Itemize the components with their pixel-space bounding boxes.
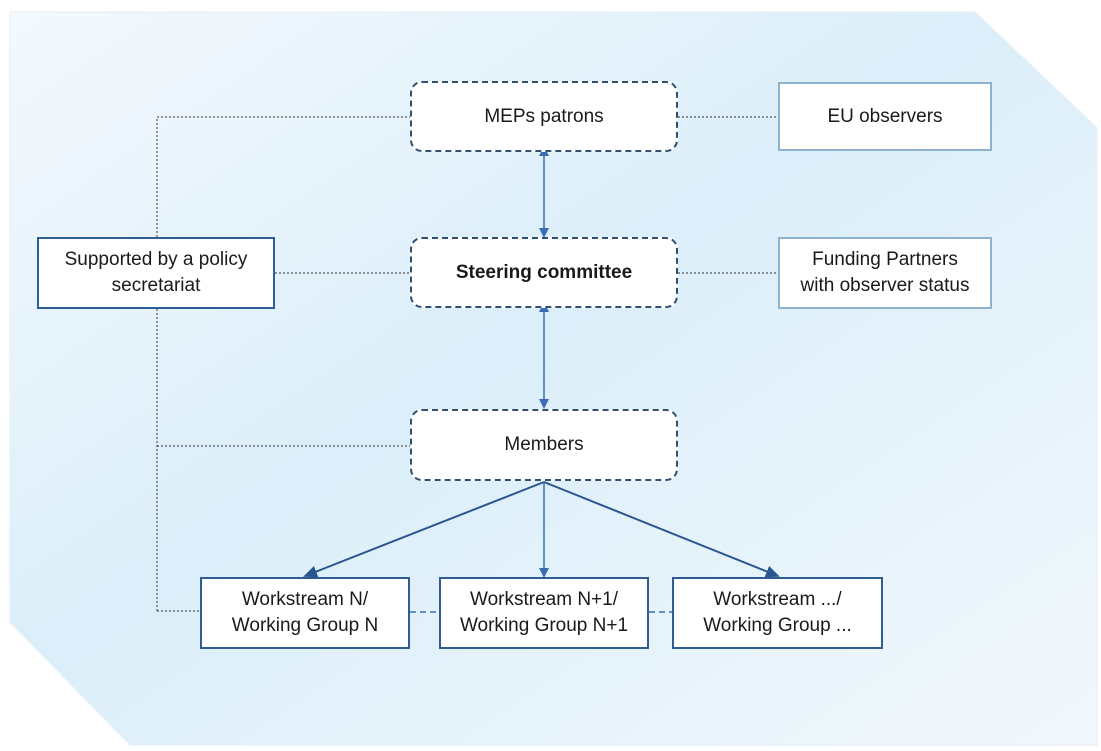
node-workstream-n1: Workstream N+1/ Working Group N+1: [439, 577, 649, 649]
node-funding-partners-label: Funding Partners with observer status: [800, 249, 970, 296]
arrow-members-to-workstream-n: [303, 481, 545, 578]
node-workstream-n: Workstream N/ Working Group N: [200, 577, 410, 649]
node-meps-patrons: MEPs patrons: [410, 81, 678, 152]
node-steering-committee: Steering committee: [410, 237, 678, 308]
node-policy-secretariat: Supported by a policy secretariat: [37, 237, 275, 309]
background-panel: [9, 11, 1098, 746]
node-workstream-more-label: Workstream .../ Working Group ...: [703, 589, 852, 636]
dotted-connectors: [156, 116, 778, 612]
node-workstream-n-label: Workstream N/ Working Group N: [231, 589, 379, 636]
node-eu-observers: EU observers: [778, 82, 992, 151]
arrow-members-to-workstream-more: [543, 481, 780, 578]
node-policy-secretariat-label: Supported by a policy secretariat: [64, 249, 248, 296]
node-workstream-more: Workstream .../ Working Group ...: [672, 577, 883, 649]
node-members-label: Members: [504, 434, 584, 455]
node-members: Members: [410, 409, 678, 481]
node-steering-committee-label: Steering committee: [455, 261, 633, 283]
node-meps-patrons-label: MEPs patrons: [484, 105, 604, 127]
connector-secretariat-to-meps: [156, 116, 410, 237]
node-workstream-n1-label: Workstream N+1/ Working Group N+1: [459, 589, 629, 636]
node-eu-observers-label: EU observers: [827, 105, 943, 127]
node-funding-partners: Funding Partners with observer status: [778, 237, 992, 309]
